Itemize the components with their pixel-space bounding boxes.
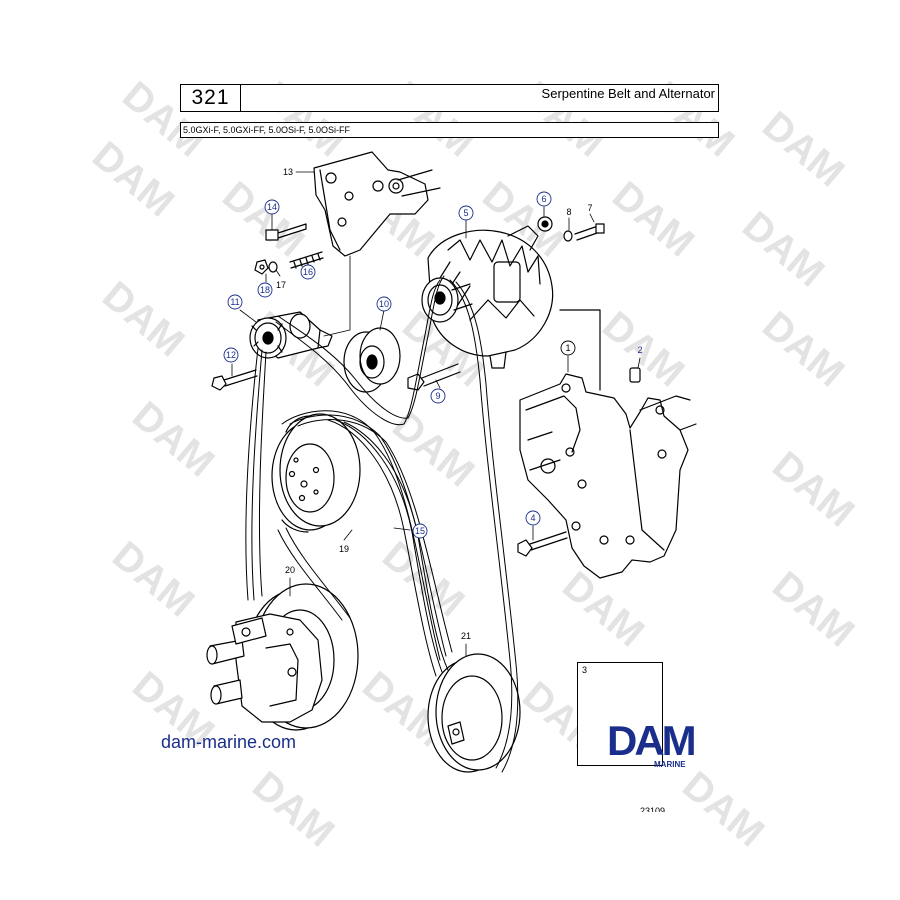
upper-bracket [313, 151, 441, 257]
page-header: 321 Serpentine Belt and Alternator [180, 84, 719, 112]
callout-circle-12 [223, 347, 239, 363]
nut-18 [254, 259, 269, 275]
drawing-number: 23109 [640, 806, 666, 812]
dam-logo-subtitle: MARINE [654, 760, 686, 769]
callout-9: 9 [435, 391, 440, 401]
sea-water-pump [206, 613, 323, 723]
callout-13: 13 [283, 167, 293, 177]
callout-21: 21 [461, 631, 471, 641]
callout-6: 6 [541, 194, 546, 204]
callout-12: 12 [226, 350, 236, 360]
callout-circle-14 [264, 199, 280, 215]
callout-20: 20 [285, 565, 295, 575]
website-link[interactable]: dam-marine.com [161, 732, 297, 752]
belt-upper [275, 275, 519, 773]
crankshaft-pulley [427, 653, 521, 773]
callout-1: 1 [565, 343, 570, 353]
alternator-bracket [519, 309, 697, 579]
bolt-7 [574, 223, 605, 241]
callouts: 13 14 16 17 18 11 12 10 9 5 6 8 7 1 [223, 167, 643, 641]
callout-14: 14 [267, 202, 277, 212]
callout-circle-10 [376, 296, 392, 312]
bolt-14 [265, 223, 307, 241]
idler-pulley [343, 327, 401, 393]
inset-box: 3 [577, 662, 663, 766]
callout-10: 10 [379, 299, 389, 309]
callout-circle-18 [257, 282, 273, 298]
callout-17: 17 [276, 280, 286, 290]
callout-circle-16 [300, 264, 316, 280]
water-pump-pulley [271, 413, 361, 533]
callout-19: 19 [339, 544, 349, 554]
callout-18: 18 [260, 285, 270, 295]
callout-4: 4 [530, 513, 535, 523]
bolt-12 [211, 369, 258, 391]
callout-8: 8 [566, 207, 571, 217]
leader-lines [231, 171, 641, 657]
stud-16 [289, 251, 324, 269]
bolt-4 [517, 531, 568, 557]
callout-5: 5 [463, 208, 468, 218]
dam-logo: DAM [607, 717, 697, 764]
washer-17 [268, 261, 278, 273]
tensioner-pulley [249, 311, 333, 359]
callout-circle-1 [560, 340, 576, 356]
callout-circle-5 [458, 205, 474, 221]
bolt-9 [407, 363, 461, 391]
callout-11: 11 [230, 297, 239, 307]
model-list: 5.0GXi-F, 5.0GXi-FF, 5.0OSi-F, 5.0OSi-FF [180, 122, 719, 138]
callout-circle-15 [412, 523, 428, 539]
callout-2: 2 [637, 345, 642, 355]
callout-3: 3 [582, 665, 588, 675]
callout-circle-6 [536, 191, 552, 207]
bushing-6 [537, 216, 553, 232]
belt-19 [245, 347, 453, 661]
stud-2 [629, 367, 641, 383]
callout-circle-9 [430, 388, 446, 404]
washer-8 [563, 230, 573, 242]
callout-circle-11 [227, 294, 243, 310]
callout-16: 16 [303, 267, 313, 277]
page-number: 321 [181, 85, 241, 111]
page-title: Serpentine Belt and Alternator [541, 86, 715, 101]
callout-15: 15 [415, 526, 425, 536]
callout-7: 7 [587, 203, 592, 213]
alternator [421, 225, 554, 369]
callout-circle-4 [525, 510, 541, 526]
